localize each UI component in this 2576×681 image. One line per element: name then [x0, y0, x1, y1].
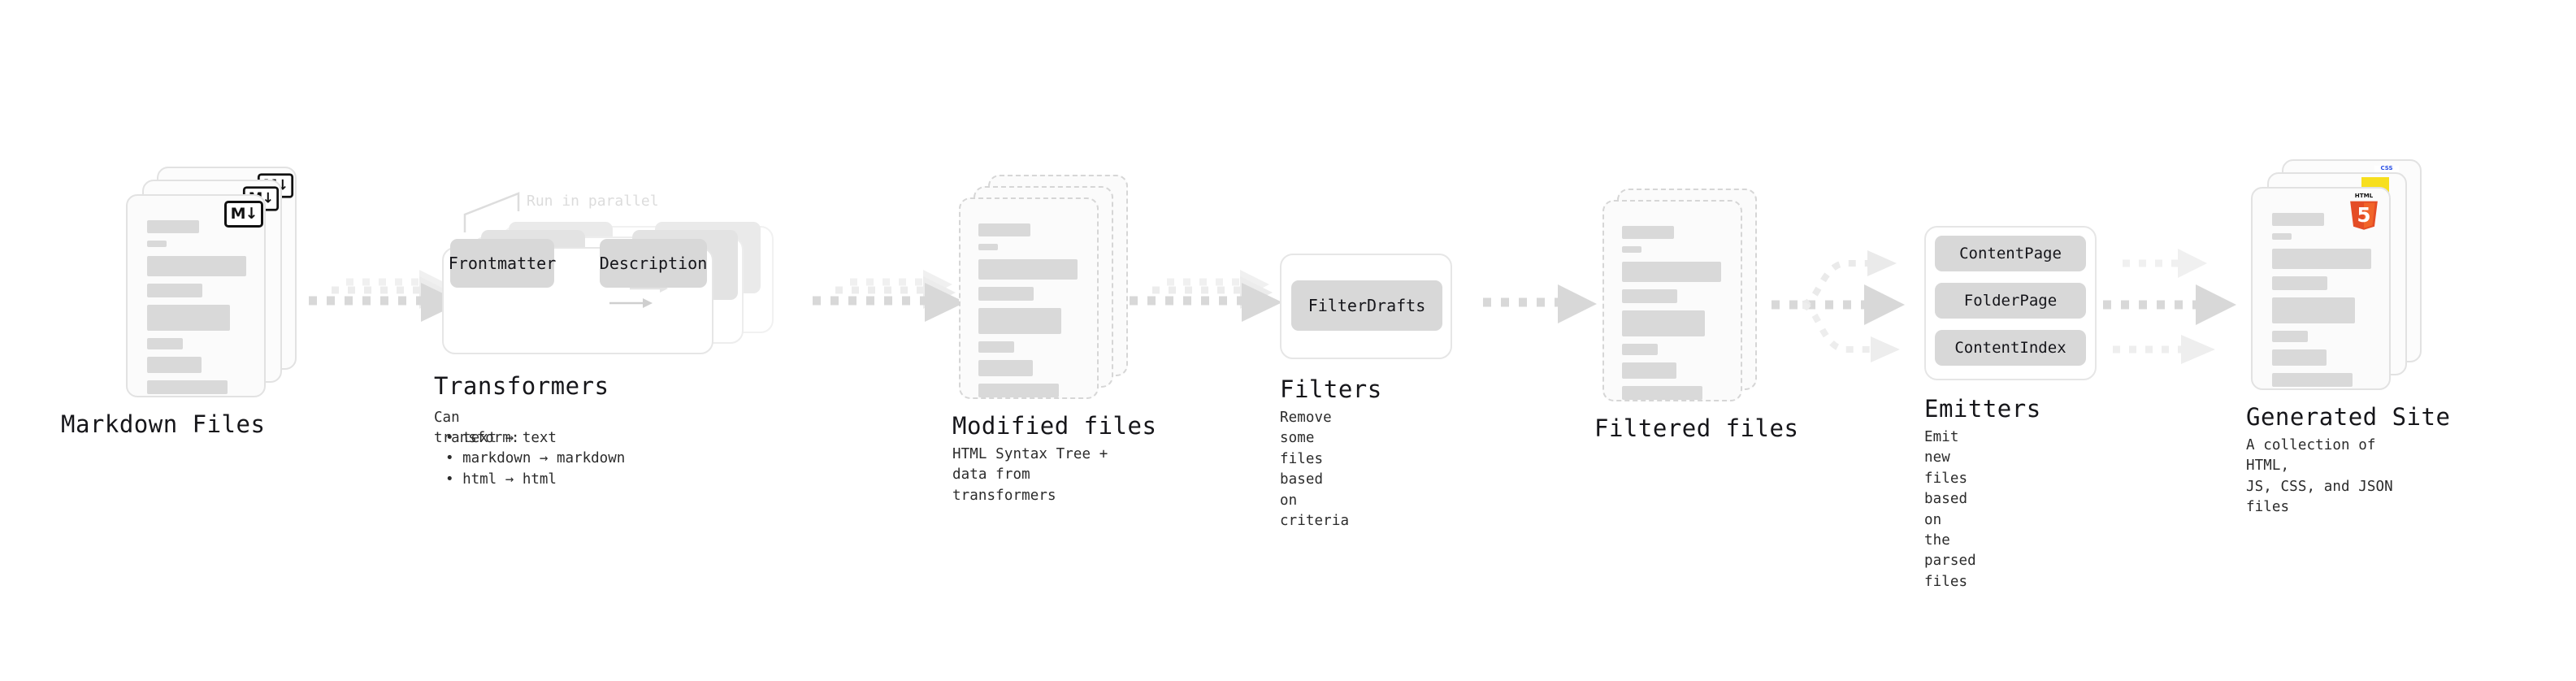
- site-card-stack: CSS HTML 5: [2251, 159, 2426, 403]
- transformers-bullet-markdown: markdown → markdown: [445, 449, 625, 469]
- markdown-card-stack: M↓ M↓ M↓: [126, 167, 301, 402]
- run-in-parallel-leader: [463, 192, 520, 232]
- connector-md-to-transformers: [309, 270, 462, 322]
- transformers-bullet-list: text → text markdown → markdown html → h…: [434, 428, 625, 490]
- filtered-card-stack: [1602, 189, 1777, 424]
- modified-placeholder-lines: [978, 223, 1078, 405]
- emitter-node-contentindex[interactable]: ContentIndex: [1935, 330, 2086, 366]
- emitters-description: Emit new files based on the parsed files: [1924, 429, 1976, 590]
- stage-modified-files: Modified files HTML Syntax Tree + data f…: [952, 175, 1156, 504]
- html5-badge-wordmark: HTML: [2355, 192, 2374, 199]
- site-placeholder-lines: [2272, 213, 2371, 394]
- css-badge-label: CSS: [2380, 165, 2393, 171]
- filtered-placeholder-lines: [1622, 226, 1721, 407]
- stage-generated-site: CSS HTML 5 Generated Site A collection o…: [2246, 159, 2450, 515]
- connector-modified-to-filters: [1130, 270, 1282, 322]
- transformer-node-frontmatter[interactable]: Frontmatter: [449, 239, 556, 288]
- modified-files-title: Modified files: [952, 412, 1157, 440]
- connector-emitters-to-site: [2103, 249, 2236, 364]
- generated-site-description: A collection of HTML, JS, CSS, and JSON …: [2246, 437, 2393, 516]
- transformers-bullet-text: text → text: [445, 428, 625, 449]
- modified-card-stack: [959, 175, 1134, 410]
- connector-transformers-to-modified: [813, 270, 965, 322]
- stage-filtered-files: Filtered files: [1594, 189, 1798, 442]
- emitter-node-folderpage[interactable]: FolderPage: [1935, 283, 2086, 319]
- generated-site-title: Generated Site: [2246, 403, 2451, 431]
- run-in-parallel-label: Run in parallel: [527, 193, 659, 210]
- transformers-title: Transformers: [434, 372, 609, 400]
- html5-badge: HTML 5: [2350, 192, 2378, 230]
- stage-markdown-files: M↓ M↓ M↓ Markdown Files: [61, 167, 301, 438]
- modified-files-description: HTML Syntax Tree + data from transformer…: [952, 446, 1108, 504]
- emitter-node-contentpage[interactable]: ContentPage: [1935, 236, 2086, 271]
- filters-node-filterdrafts[interactable]: FilterDrafts: [1291, 280, 1442, 331]
- filters-description: Remove some files based on criteria: [1280, 410, 1350, 529]
- emitters-title: Emitters: [1924, 395, 2041, 423]
- markdown-files-title: Markdown Files: [61, 410, 266, 438]
- transformers-bullet-html: html → html: [445, 470, 625, 490]
- transformer-node-description[interactable]: Description: [600, 239, 707, 288]
- html5-badge-number: 5: [2357, 203, 2370, 227]
- connector-filters-to-filtered: [1483, 284, 1597, 323]
- filtered-files-title: Filtered files: [1594, 414, 1799, 442]
- filters-title: Filters: [1280, 375, 1382, 403]
- markdown-placeholder-lines: [147, 220, 246, 401]
- connector-filtered-to-emitters: [1772, 250, 1905, 362]
- markdown-badge-front: M↓: [224, 201, 263, 228]
